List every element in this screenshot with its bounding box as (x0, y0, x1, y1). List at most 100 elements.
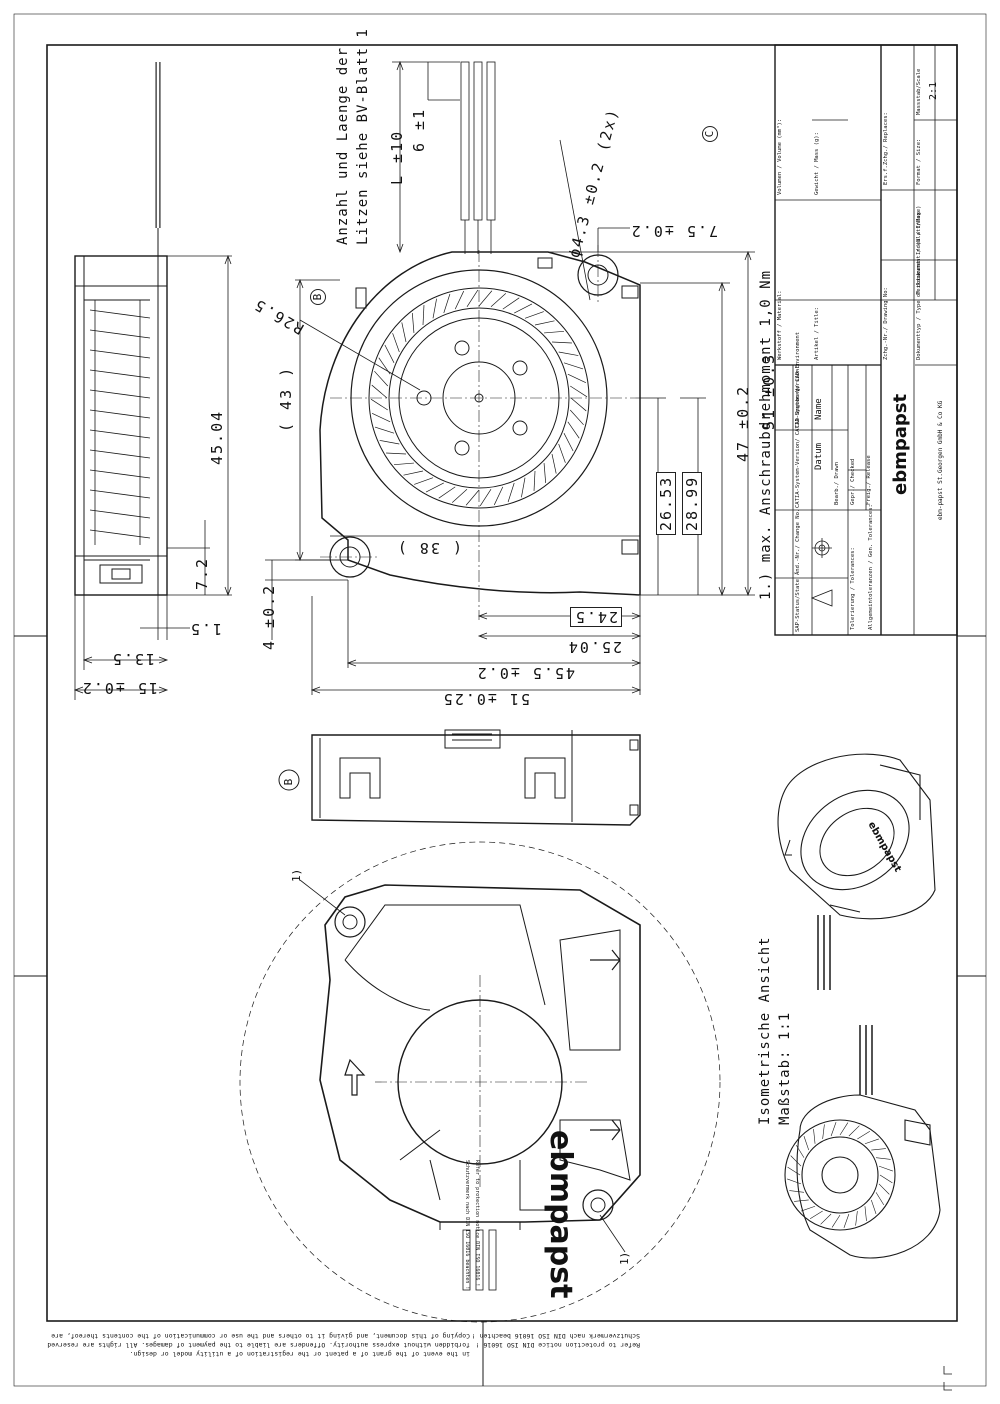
fan-blade (544, 330, 564, 334)
footer-line-1: Copying of this document, and giving it … (51, 1332, 470, 1340)
iso-fan-blade (878, 1165, 893, 1172)
iso-fan-blade (794, 1199, 809, 1202)
tb-cad-env: CAD-Umgebung/ CAD-Environment (795, 331, 801, 428)
fan-blade (551, 453, 557, 474)
fan-blade (570, 397, 587, 412)
tb-title: Artikel / Title: (814, 307, 820, 360)
fan-blade (392, 333, 400, 353)
fan-blade (524, 311, 544, 319)
fan-blade (379, 440, 400, 445)
fan-blade (414, 477, 434, 485)
isometric-view-bottom (784, 1025, 941, 1259)
tb-scale-label: Massstab/Scale (916, 68, 922, 115)
iso-fan-blade (789, 1190, 804, 1193)
fan-blade (551, 341, 572, 344)
fan-blade (466, 289, 479, 307)
litzen-note-line1: Anzahl und Laenge der (335, 46, 351, 245)
ref-note-bottom: 1) (618, 1251, 631, 1265)
iso-fan-blade (831, 1214, 841, 1228)
fan-blade (443, 293, 451, 314)
iso-fan-blade (820, 1213, 832, 1225)
fan-blade (521, 477, 526, 498)
iso-fan-blade (857, 1130, 871, 1140)
dim-24-5: 24.5 (569, 607, 622, 627)
torque-note: 1.) max. Anschraubdrehmoment 1,0 Nm (758, 269, 774, 600)
iso-fan-blade (871, 1148, 886, 1151)
dim-4: 4 ±0.2 (260, 583, 278, 650)
fan-blade (403, 470, 424, 476)
dim-25-04: 25.04 (566, 638, 622, 656)
outer-trim (13, 13, 987, 1387)
iso-fan-blade (875, 1192, 885, 1206)
tb-name: Name (814, 398, 824, 420)
title-block (774, 44, 958, 636)
iso-fan-blade (801, 1205, 816, 1212)
fan-blade (479, 489, 492, 507)
view-marker-b-bottom: B (282, 778, 295, 786)
tb-brand-logo: ebmpapst (890, 393, 911, 495)
dim-47: 47 ±0.2 (734, 384, 752, 462)
fan-blade (374, 426, 395, 434)
iso-fan-blade (864, 1138, 879, 1145)
fan-blade (425, 482, 444, 493)
iso-fan-blade (876, 1157, 891, 1160)
litzen-note-line2: Litzen siehe BV-Blatt 1 (355, 28, 371, 245)
tb-company: ebm-papst St.Georgen GmbH & Co KG (937, 400, 944, 520)
fan-blade (411, 313, 415, 333)
iso-fan-blade (878, 1183, 890, 1195)
fan-blade (563, 362, 584, 370)
ref-note-top: 1) (290, 868, 303, 882)
tb-datum: Datum (814, 442, 824, 470)
fan-notice-2: Refer to protection notice DIN ISO 16016… (474, 1160, 480, 1287)
dim-51-horizontal: 51 ±0.25 (441, 690, 530, 708)
fan-blade (507, 482, 515, 503)
fan-blade (454, 290, 465, 310)
footer-line-3: in the event of the grant of a patent or… (129, 1350, 470, 1358)
fan-blade (465, 489, 480, 506)
fan-blade (567, 421, 580, 439)
fan-blade (570, 385, 588, 398)
dim-1-5: 1.5 (188, 620, 222, 638)
tb-mass: Gewicht / Mass (g): (814, 132, 820, 195)
dim-7-5: 7.5 ±0.2 (629, 222, 718, 240)
fan-blade (514, 303, 533, 314)
iso-fan-blade (813, 1129, 816, 1144)
fan-blade (432, 298, 437, 319)
footer-line-2: forbidden without express authority. Off… (47, 1341, 470, 1349)
dim-43: ( 43 ) (277, 365, 295, 432)
fan-blade (558, 351, 579, 356)
fan-blade (567, 373, 587, 384)
fan-blade (438, 486, 456, 499)
dim-38: ( 38 ) (395, 539, 462, 557)
iso-fan-blade (839, 1122, 849, 1136)
iso-fan-blade (855, 1211, 858, 1226)
front-view-dimensions (265, 60, 755, 695)
view-marker-c: C (702, 126, 718, 142)
fan-blade (451, 488, 468, 503)
fan-blade (370, 398, 388, 411)
iso-fan-blade (822, 1124, 825, 1139)
fan-blade (478, 290, 493, 307)
drawing-frame (46, 44, 958, 1322)
fan-blade (394, 462, 414, 466)
iso-fan-blade (848, 1125, 860, 1137)
centerlines (320, 245, 640, 620)
fan-blade (384, 344, 395, 363)
footer-line-4: Schutzvermerk nach DIN ISO 16016 beachte… (471, 1332, 640, 1340)
fan-blade (543, 463, 547, 483)
iso-fan-blade (787, 1178, 802, 1185)
tb-drawn: Bearb./ Drawn (834, 461, 840, 505)
tb-volume: Volumen / Volume (mm³): (777, 118, 783, 195)
fan-blade (569, 409, 584, 426)
tb-replaces: Ers.f.Zchg./ Replaces: (883, 112, 889, 185)
tb-sap-status: SAP-Status/State (795, 579, 801, 632)
tb-drawing-no: Zchg.-Nr./ Drawing No: (883, 287, 889, 360)
dim-45-5: 45.5 ±0.2 (475, 664, 575, 682)
tb-checked: Gepr./ Checked (850, 458, 856, 505)
iso-fan-blade (809, 1210, 823, 1220)
tb-release: Freig./ Release (866, 455, 872, 505)
dim-6: 6 ±1 (410, 107, 428, 152)
iso-fan-blade (870, 1199, 877, 1214)
iso-caption-2: Maßstab: 1:1 (777, 1011, 793, 1125)
